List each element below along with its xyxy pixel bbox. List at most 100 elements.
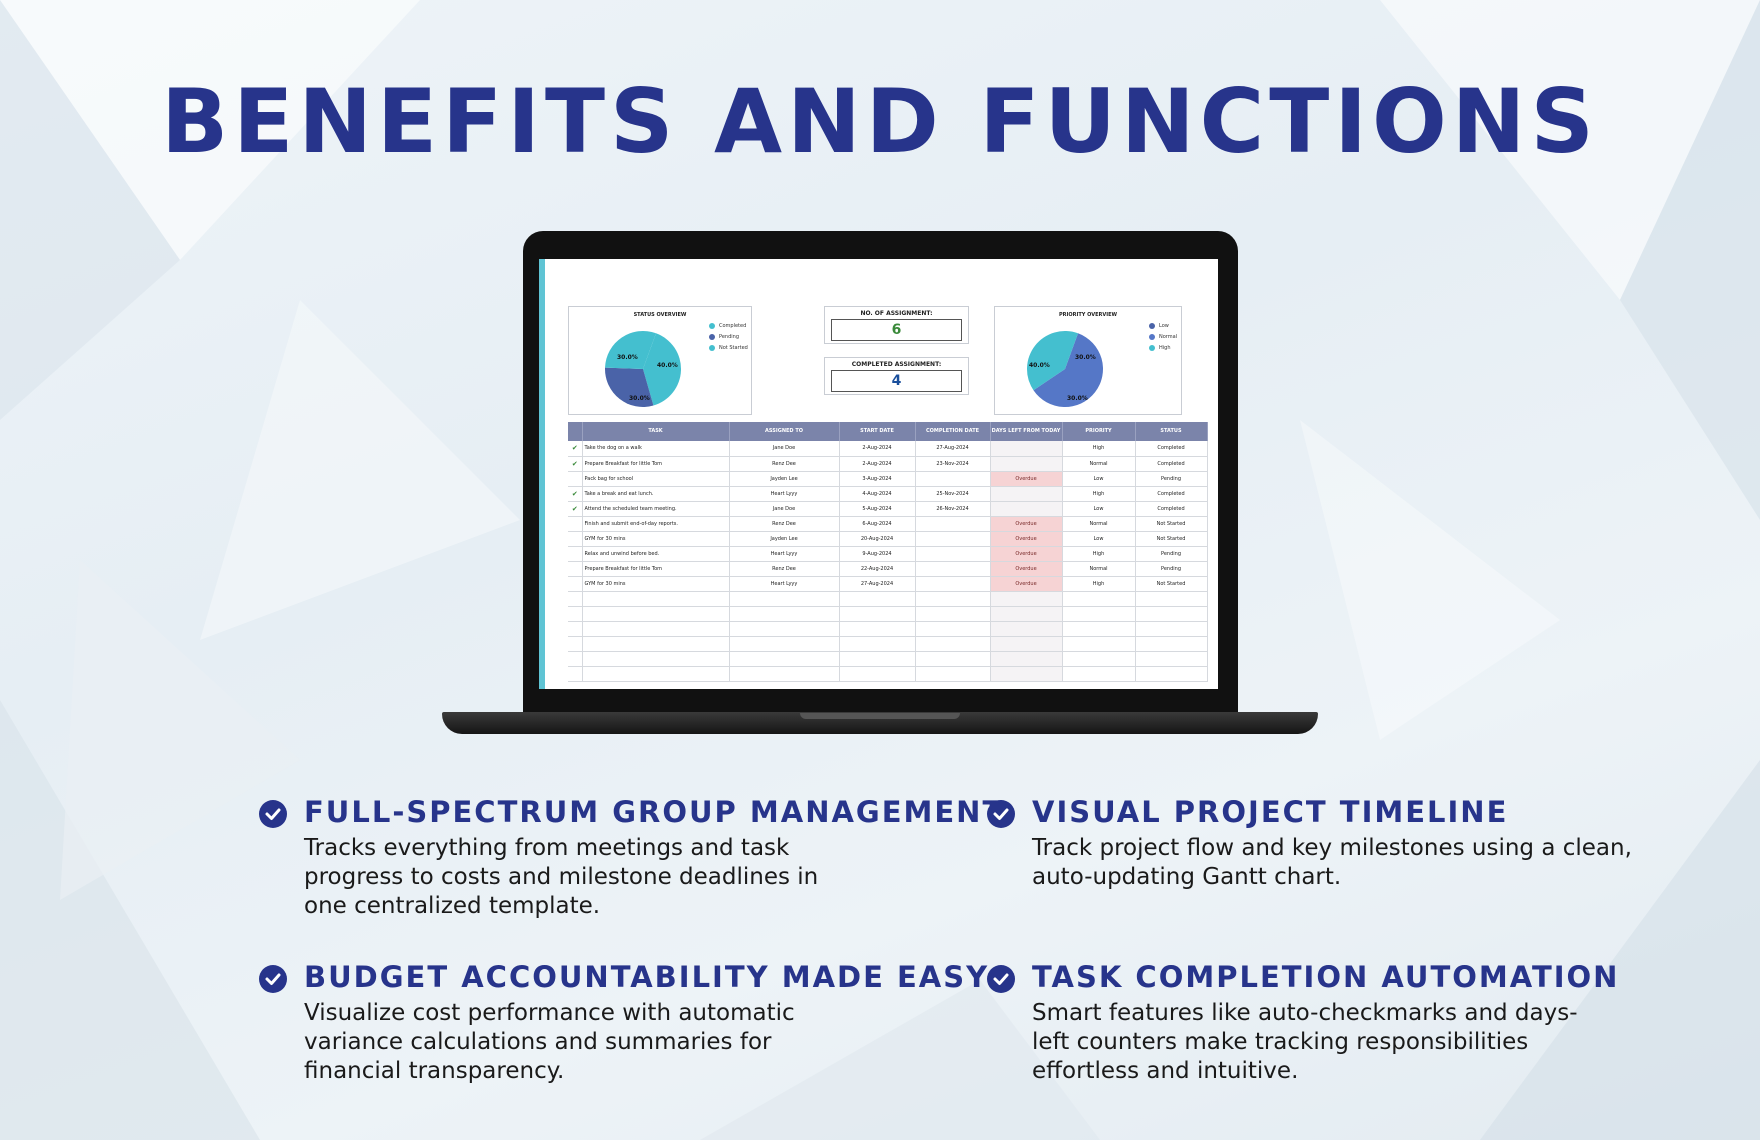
empty-cell bbox=[915, 636, 991, 652]
cell-check[interactable] bbox=[568, 471, 583, 487]
status-label-3: 30.0% bbox=[629, 395, 650, 402]
cell-start: 27-Aug-2024 bbox=[839, 576, 916, 592]
cell-days: Overdue bbox=[990, 576, 1063, 592]
check-circle-icon bbox=[987, 965, 1015, 993]
laptop-screen: STATUS OVERVIEW 30.0% 40.0% 30.0% Comple… bbox=[539, 259, 1218, 689]
cell-completion: 27-Aug-2024 bbox=[915, 441, 991, 457]
priority-legend: Low Normal High bbox=[1149, 320, 1177, 353]
cell-completion: 25-Nov-2024 bbox=[915, 486, 991, 502]
empty-cell bbox=[915, 606, 991, 622]
empty-cell bbox=[1062, 621, 1136, 637]
cell-start: 2-Aug-2024 bbox=[839, 441, 916, 457]
priority-overview-title: PRIORITY OVERVIEW bbox=[1058, 312, 1118, 318]
empty-cell bbox=[729, 606, 840, 622]
priority-label-1: 30.0% bbox=[1075, 354, 1096, 361]
cell-check[interactable]: ✔ bbox=[568, 441, 583, 457]
cell-assigned: Renz Dee bbox=[729, 516, 840, 532]
legend-item: Low bbox=[1149, 320, 1177, 331]
empty-cell bbox=[568, 666, 583, 682]
status-slice-2 bbox=[605, 331, 657, 369]
empty-cell bbox=[839, 651, 916, 667]
cell-completion bbox=[915, 531, 991, 547]
priority-pie-chart: 30.0% 40.0% 30.0% bbox=[1027, 331, 1103, 407]
cell-check[interactable]: ✔ bbox=[568, 501, 583, 517]
cell-status: Not Started bbox=[1135, 516, 1208, 532]
empty-cell bbox=[915, 621, 991, 637]
cell-check[interactable] bbox=[568, 576, 583, 592]
empty-cell bbox=[729, 651, 840, 667]
empty-cell bbox=[990, 591, 1063, 607]
cell-check[interactable]: ✔ bbox=[568, 486, 583, 502]
empty-cell bbox=[582, 621, 730, 637]
empty-cell bbox=[1135, 591, 1208, 607]
cell-priority: Low bbox=[1062, 501, 1136, 517]
cell-priority: Low bbox=[1062, 471, 1136, 487]
cell-start: 4-Aug-2024 bbox=[839, 486, 916, 502]
cell-completion bbox=[915, 546, 991, 562]
empty-cell bbox=[582, 651, 730, 667]
empty-cell bbox=[839, 666, 916, 682]
status-overview-card: STATUS OVERVIEW 30.0% 40.0% 30.0% Comple… bbox=[568, 306, 752, 415]
empty-cell bbox=[990, 606, 1063, 622]
empty-cell bbox=[1062, 606, 1136, 622]
cell-status: Pending bbox=[1135, 546, 1208, 562]
cell-check[interactable] bbox=[568, 516, 583, 532]
priority-label-2: 40.0% bbox=[1029, 362, 1050, 369]
feature-title: BUDGET ACCOUNTABILITY MADE EASY bbox=[304, 960, 990, 994]
column-header: TASK bbox=[582, 422, 730, 441]
cell-check[interactable] bbox=[568, 546, 583, 562]
cell-task: Prepare Breakfast for little Tom bbox=[582, 561, 730, 577]
kpi-completed-label: COMPLETED ASSIGNMENT: bbox=[851, 361, 942, 368]
cell-check[interactable]: ✔ bbox=[568, 456, 583, 472]
kpi-assignments-card: NO. OF ASSIGNMENT: 6 bbox=[824, 306, 969, 344]
cell-start: 2-Aug-2024 bbox=[839, 456, 916, 472]
screen-accent-strip bbox=[539, 259, 545, 689]
status-slice-1 bbox=[605, 367, 654, 407]
empty-cell bbox=[729, 666, 840, 682]
empty-cell bbox=[582, 666, 730, 682]
cell-days: Overdue bbox=[990, 471, 1063, 487]
legend-item: Pending bbox=[709, 331, 748, 342]
table-row: Finish and submit end-of-day reports.Ren… bbox=[568, 516, 1208, 532]
cell-days bbox=[990, 501, 1063, 517]
cell-days: Overdue bbox=[990, 561, 1063, 577]
page-title: BENEFITS AND FUNCTIONS bbox=[161, 70, 1599, 173]
cell-task: Attend the scheduled team meeting. bbox=[582, 501, 730, 517]
status-slice-0 bbox=[643, 333, 681, 406]
cell-start: 6-Aug-2024 bbox=[839, 516, 916, 532]
legend-item: Normal bbox=[1149, 331, 1177, 342]
table-row: ✔Attend the scheduled team meeting.Jane … bbox=[568, 501, 1208, 517]
kpi-assignments-value: 6 bbox=[831, 319, 962, 341]
feature-description: Smart features like auto-checkmarks and … bbox=[1032, 1000, 1578, 1084]
empty-cell bbox=[839, 606, 916, 622]
cell-assigned: Jane Doe bbox=[729, 441, 840, 457]
cell-assigned: Renz Dee bbox=[729, 561, 840, 577]
status-legend: Completed Pending Not Started bbox=[709, 320, 748, 353]
empty-cell bbox=[915, 651, 991, 667]
empty-cell bbox=[1135, 636, 1208, 652]
empty-cell bbox=[839, 621, 916, 637]
priority-overview-card: PRIORITY OVERVIEW 30.0% 40.0% 30.0% Low … bbox=[994, 306, 1182, 415]
cell-check[interactable] bbox=[568, 531, 583, 547]
cell-status: Completed bbox=[1135, 486, 1208, 502]
empty-cell bbox=[915, 591, 991, 607]
cell-check[interactable] bbox=[568, 561, 583, 577]
empty-cell bbox=[1135, 606, 1208, 622]
cell-priority: Normal bbox=[1062, 561, 1136, 577]
cell-start: 22-Aug-2024 bbox=[839, 561, 916, 577]
empty-cell bbox=[990, 651, 1063, 667]
column-header: STATUS bbox=[1135, 422, 1208, 441]
empty-cell bbox=[1135, 651, 1208, 667]
cell-task: Take the dog on a walk bbox=[582, 441, 730, 457]
empty-cell bbox=[1135, 666, 1208, 682]
kpi-assignments-label: NO. OF ASSIGNMENT: bbox=[860, 310, 933, 317]
empty-cell bbox=[1062, 636, 1136, 652]
feature-description: Tracks everything from meetings and task… bbox=[304, 835, 819, 919]
empty-row bbox=[568, 606, 1208, 622]
